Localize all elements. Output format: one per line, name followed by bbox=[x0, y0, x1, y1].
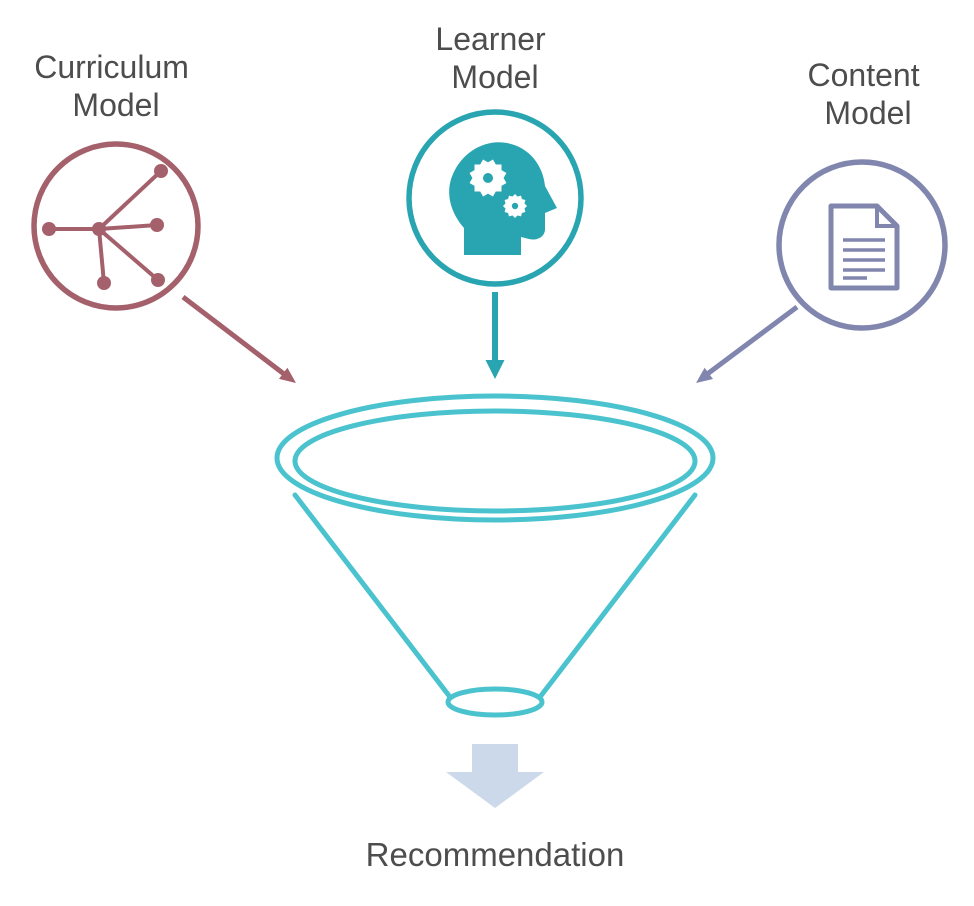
curriculum-label: Curriculum Model bbox=[34, 49, 198, 123]
arrow-head bbox=[696, 367, 713, 383]
content-to-funnel-arrow bbox=[696, 304, 799, 383]
network-node-dot bbox=[42, 222, 56, 236]
content-node: Content Model bbox=[776, 57, 948, 331]
document-icon bbox=[828, 203, 900, 291]
network-node-dot bbox=[92, 222, 106, 236]
label-line: Curriculum bbox=[34, 49, 189, 85]
network-edge bbox=[97, 227, 160, 282]
learner-to-funnel-arrow bbox=[485, 292, 505, 379]
gear-icon bbox=[469, 159, 507, 197]
arrow-shaft bbox=[704, 304, 799, 378]
funnel-side-right bbox=[537, 492, 698, 700]
gear-icon-small bbox=[502, 193, 528, 219]
document-outline bbox=[828, 203, 900, 291]
funnel-spout bbox=[445, 686, 545, 718]
network-edge bbox=[97, 169, 163, 231]
content-label: Content Model bbox=[808, 57, 929, 131]
label-line: Model bbox=[451, 59, 538, 95]
funnel-side-left bbox=[292, 492, 453, 700]
gear-hole bbox=[511, 202, 519, 210]
head-gears-icon bbox=[449, 142, 557, 255]
funnel-rim-inner bbox=[292, 408, 698, 514]
label-line: Model bbox=[824, 95, 911, 131]
curriculum-node: Curriculum Model bbox=[31, 49, 201, 311]
learner-circle bbox=[406, 109, 584, 287]
network-node-dot bbox=[150, 218, 164, 232]
learner-label: Learner Model bbox=[435, 21, 554, 95]
document-fold bbox=[875, 206, 897, 228]
arrow-shaft bbox=[181, 295, 286, 376]
learner-node: Learner Model bbox=[406, 21, 584, 287]
curriculum-circle bbox=[31, 141, 201, 311]
label-line: Learner bbox=[435, 21, 546, 57]
funnel-rim-outer bbox=[274, 393, 716, 523]
arrow-head bbox=[279, 367, 296, 383]
head-silhouette bbox=[449, 142, 557, 255]
label-line: Model bbox=[72, 87, 159, 123]
network-node-dot bbox=[151, 273, 165, 287]
gear-hole bbox=[483, 173, 493, 183]
curriculum-to-funnel-arrow bbox=[181, 295, 296, 383]
recommendation-label: Recommendation bbox=[366, 836, 625, 873]
network-edge bbox=[98, 223, 158, 231]
funnel-output: Recommendation bbox=[366, 744, 625, 873]
output-arrow-icon bbox=[446, 744, 544, 808]
network-node-dot bbox=[154, 164, 168, 178]
network-node-dot bbox=[97, 276, 111, 290]
label-line: Content bbox=[808, 57, 920, 93]
arrow-head bbox=[485, 360, 505, 379]
network-edge bbox=[97, 228, 106, 284]
funnel-icon bbox=[274, 393, 716, 718]
content-circle bbox=[776, 159, 948, 331]
network-tree-icon bbox=[42, 164, 168, 290]
